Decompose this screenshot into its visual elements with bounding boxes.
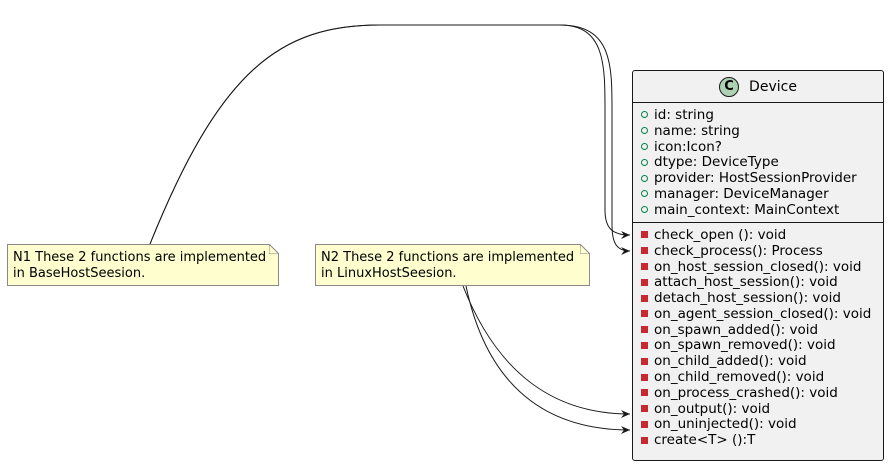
- class-name: Device: [749, 78, 797, 95]
- method-text: detach_host_session(): void: [654, 290, 841, 307]
- public-visibility-icon: [641, 127, 648, 135]
- method-row: on_agent_session_closed(): void: [633, 306, 883, 322]
- method-text: on_spawn_removed(): void: [654, 337, 836, 354]
- method-row: check_open (): void: [633, 227, 883, 243]
- private-visibility-icon: [641, 278, 648, 286]
- method-text: on_process_crashed(): void: [654, 384, 838, 401]
- methods-section: check_open (): void check_process(): Pro…: [633, 223, 883, 451]
- attribute-text: manager: DeviceManager: [654, 185, 829, 202]
- private-visibility-icon: [641, 436, 648, 444]
- note-line: N1 These 2 functions are implemented: [13, 250, 267, 265]
- attribute-text: main_context: MainContext: [654, 201, 840, 218]
- method-row: on_uninjected(): void: [633, 416, 883, 433]
- method-row: on_spawn_removed(): void: [633, 337, 883, 354]
- note-fold-icon: [269, 244, 279, 254]
- method-row: create<T> ():T: [633, 432, 883, 448]
- private-visibility-icon: [641, 247, 648, 255]
- note2-link-on-uninjected: [465, 285, 631, 434]
- method-row: on_output(): void: [633, 401, 883, 417]
- private-visibility-icon: [641, 326, 648, 334]
- method-text: on_child_removed(): void: [654, 369, 825, 386]
- public-visibility-icon: [641, 190, 648, 198]
- attribute-text: provider: HostSessionProvider: [654, 170, 857, 187]
- private-visibility-icon: [641, 231, 648, 239]
- method-row: attach_host_session(): void: [633, 274, 883, 290]
- method-text: on_agent_session_closed(): void: [654, 305, 872, 322]
- attribute-row: provider: HostSessionProvider: [633, 170, 883, 186]
- attribute-text: icon:Icon?: [654, 138, 722, 155]
- note1-link-check-process: [149, 24, 631, 255]
- attribute-text: id: string: [654, 106, 714, 123]
- method-row: on_spawn_added(): void: [633, 322, 883, 338]
- attribute-row: icon:Icon?: [633, 139, 883, 155]
- public-visibility-icon: [641, 174, 648, 182]
- private-visibility-icon: [641, 357, 648, 365]
- note-n1: N1 These 2 functions are implemented in …: [7, 244, 279, 286]
- attributes-section: id: string name: string icon:Icon? dtype…: [633, 103, 883, 223]
- method-text: check_process(): Process: [654, 242, 823, 259]
- attribute-row: manager: DeviceManager: [633, 186, 883, 202]
- method-text: on_child_added(): void: [654, 353, 807, 370]
- public-visibility-icon: [641, 111, 648, 119]
- note-n2: N2 These 2 functions are implemented in …: [315, 244, 590, 286]
- note-line: N2 These 2 functions are implemented: [321, 250, 575, 265]
- note-line: in BaseHostSeesion.: [13, 266, 146, 281]
- note-line: in LinuxHostSeesion.: [321, 266, 457, 281]
- public-visibility-icon: [641, 206, 648, 214]
- attribute-row: main_context: MainContext: [633, 202, 883, 218]
- method-text: create<T> ():T: [654, 432, 756, 449]
- private-visibility-icon: [641, 294, 648, 302]
- private-visibility-icon: [641, 405, 648, 413]
- method-text: on_uninjected(): void: [654, 416, 797, 433]
- method-text: attach_host_session(): void: [654, 274, 838, 291]
- method-row: on_child_removed(): void: [633, 369, 883, 385]
- note-fold-icon: [580, 244, 590, 254]
- method-row: check_process(): Process: [633, 243, 883, 259]
- private-visibility-icon: [641, 262, 648, 270]
- attribute-row: id: string: [633, 107, 883, 123]
- method-row: detach_host_session(): void: [633, 290, 883, 306]
- private-visibility-icon: [641, 341, 648, 349]
- method-row: on_host_session_closed(): void: [633, 259, 883, 275]
- method-text: on_host_session_closed(): void: [654, 258, 862, 275]
- attribute-row: dtype: DeviceType: [633, 154, 883, 170]
- attribute-text: dtype: DeviceType: [654, 154, 779, 171]
- note1-link-check-open: [149, 24, 631, 245]
- class-device: C Device id: string name: string icon:Ic…: [632, 70, 884, 461]
- method-row: on_process_crashed(): void: [633, 385, 883, 401]
- private-visibility-icon: [641, 310, 648, 318]
- public-visibility-icon: [641, 158, 648, 166]
- attribute-row: name: string: [633, 123, 883, 139]
- class-type-icon: C: [719, 76, 740, 97]
- private-visibility-icon: [641, 389, 648, 397]
- method-row: on_child_added(): void: [633, 353, 883, 369]
- method-text: check_open (): void: [654, 226, 787, 243]
- public-visibility-icon: [641, 142, 648, 150]
- class-header: C Device: [633, 71, 883, 103]
- attribute-text: name: string: [654, 122, 740, 139]
- note2-link-on-output: [462, 285, 631, 418]
- method-text: on_output(): void: [654, 400, 771, 417]
- method-text: on_spawn_added(): void: [654, 321, 819, 338]
- private-visibility-icon: [641, 373, 648, 381]
- private-visibility-icon: [641, 420, 648, 428]
